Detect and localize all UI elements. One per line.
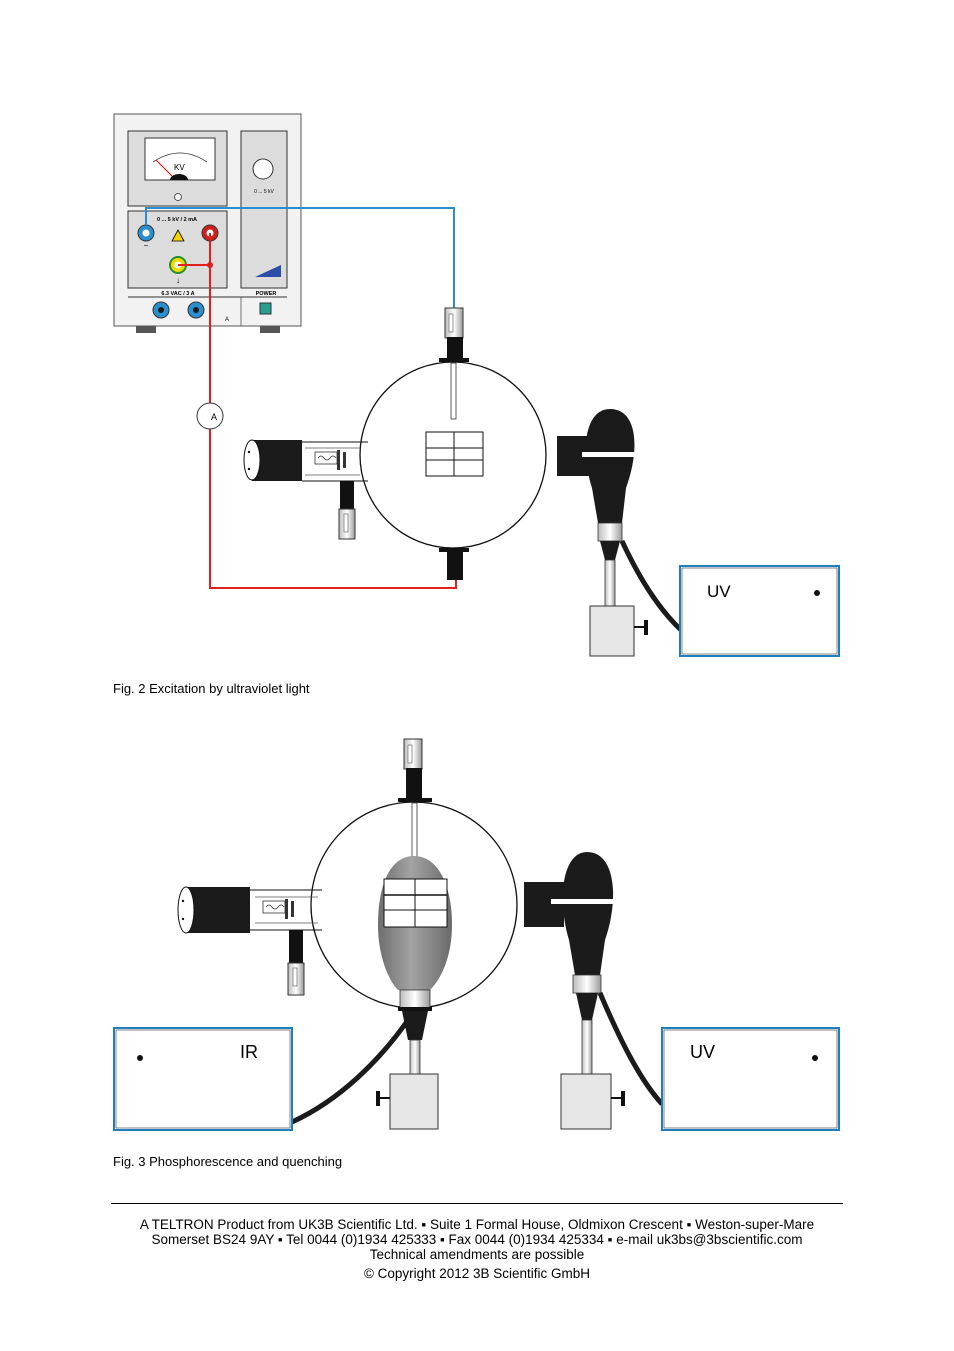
voltage-knob[interactable] [252, 158, 274, 180]
meter-unit-label: KV [174, 163, 185, 172]
knob-scale-label: 0 ... 5 kV [254, 189, 274, 195]
ammeter-label: A [211, 412, 217, 422]
power-label: POWER [256, 291, 277, 297]
zero-adjust-screw[interactable] [174, 193, 182, 201]
warning-icon [171, 229, 185, 242]
uv-box-label-2: UV [690, 1042, 715, 1062]
figure-2: KV 0 ... 5 kV 0 ... 5 kV / 2 mA − ↓ 6.3 … [113, 113, 840, 657]
corner-label: A [225, 317, 229, 323]
figure-2-caption: Fig. 2 Excitation by ultraviolet light [113, 681, 310, 696]
uv-lamp-2 [524, 852, 664, 1130]
figure-3: IR UV [113, 738, 840, 1131]
figure-3-caption: Fig. 3 Phosphorescence and quenching [113, 1154, 343, 1169]
ir-lamp-box: IR [113, 1027, 293, 1131]
uv-indicator-dot-2 [812, 1055, 818, 1061]
footer-line-3: Technical amendments are possible [369, 1247, 585, 1262]
uv-box-label: UV [707, 582, 731, 601]
footer-line-1: A TELTRON Product from UK3B Scientific L… [139, 1217, 815, 1232]
footer-divider [111, 1203, 843, 1204]
ir-indicator-dot [137, 1055, 143, 1061]
uv-lamp-box: UV [679, 565, 840, 657]
minus-label: − [144, 241, 149, 250]
power-supply: KV 0 ... 5 kV 0 ... 5 kV / 2 mA − ↓ 6.3 … [113, 113, 302, 333]
logo-3b-icon [255, 265, 281, 277]
lamp-output-label: 6.3 VAC / 3 A [161, 291, 194, 297]
power-switch[interactable] [259, 302, 272, 315]
output-rating-label: 0 ... 5 kV / 2 mA [157, 217, 197, 223]
phosphor-tube [177, 738, 518, 1130]
footer-line-2: Somerset BS24 9AY ▪ Tel 0044 (0)1934 425… [151, 1232, 803, 1247]
negative-wire [145, 207, 455, 312]
ammeter [196, 402, 224, 430]
ground-icon: ↓ [176, 276, 180, 285]
ir-box-label: IR [240, 1042, 258, 1062]
footer-line-4: © Copyright 2012 3B Scientific GmbH [363, 1266, 591, 1281]
uv-indicator-dot [814, 590, 820, 596]
uv-lamp-box-2: UV [661, 1027, 840, 1131]
maltese-cross-tube [243, 307, 547, 580]
uv-lamp [557, 409, 683, 657]
